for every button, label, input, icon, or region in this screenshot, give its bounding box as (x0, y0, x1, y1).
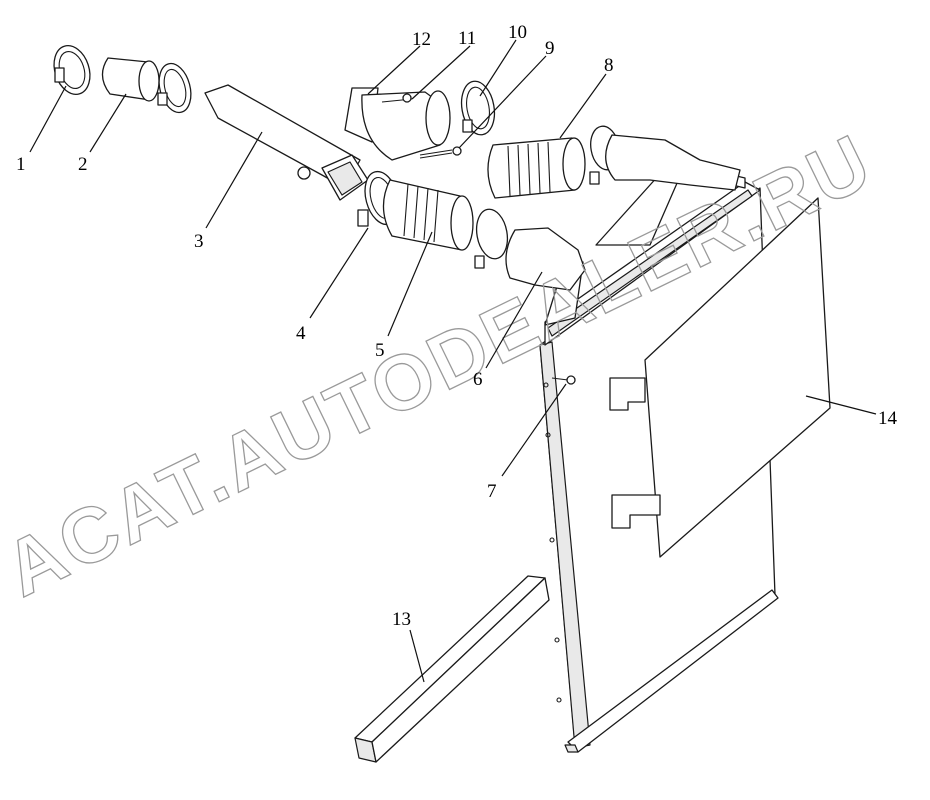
callout-7: 7 (487, 481, 497, 502)
elbow-part-6 (474, 208, 586, 291)
sealing-strip-part-13 (354, 575, 550, 763)
corrugated-hose-part-5 (382, 179, 474, 251)
elbow-part-11 (361, 90, 451, 161)
shroud-panel-part-14 (609, 197, 831, 558)
callout-1: 1 (16, 154, 26, 175)
bolt-part-7 (551, 375, 576, 385)
corrugated-hose-part-8 (487, 137, 586, 199)
callout-12: 12 (412, 29, 431, 50)
callout-13: 13 (392, 609, 411, 630)
callout-9: 9 (545, 38, 555, 59)
leader-lines (29, 39, 877, 683)
callout-4: 4 (296, 323, 306, 344)
callout-labels: 1 2 3 4 5 6 7 8 9 10 11 12 13 14 (16, 22, 898, 630)
callout-11: 11 (458, 28, 476, 49)
callout-14: 14 (878, 408, 898, 429)
charge-air-pipe-part-3 (204, 84, 369, 201)
callout-8: 8 (604, 55, 614, 76)
outlet-elbow (589, 125, 741, 191)
hose-clamp-part-1 (53, 45, 91, 95)
hose-sleeve-part-2 (101, 57, 160, 102)
hose-clamp-part-10 (460, 80, 496, 136)
callout-2: 2 (78, 154, 88, 175)
hose-clamp-near-pipe (157, 62, 192, 114)
callout-6: 6 (473, 369, 483, 390)
callout-10: 10 (508, 22, 527, 43)
callout-3: 3 (194, 231, 204, 252)
callout-5: 5 (375, 340, 385, 361)
bolt-nut-part-9 (419, 146, 462, 159)
